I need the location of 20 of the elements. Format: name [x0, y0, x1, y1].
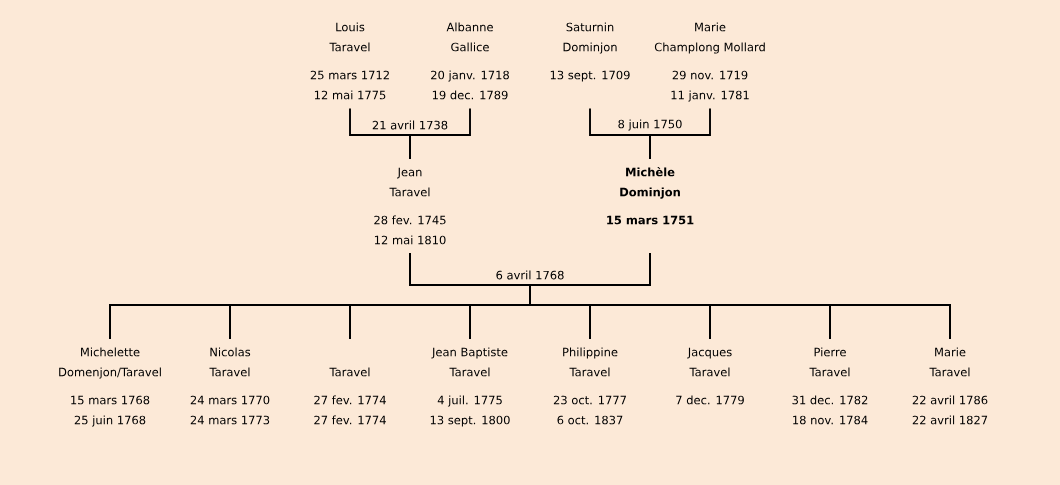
marriage-date: 21 avril 1738 [372, 120, 448, 130]
person-entry: Jacques Taravel 7 dec. 1779 [676, 347, 744, 405]
marriage-date: 8 juin 1750 [618, 119, 682, 131]
person-entry: Marie Taravel 22 avril 1786 22 avril 1827 [912, 347, 988, 425]
family-line [649, 107, 711, 160]
person-entry: Jean Taravel 28 fev. 1745 12 mai 1810 [374, 167, 446, 245]
person-entry: Nicolas Taravel 24 mars 1770 24 mars 1773 [190, 347, 270, 425]
person-entry: Michèle Dominjon 15 mars 1751 [607, 167, 694, 225]
person-entry: Michelette Domenjon/Taravel 15 mars 1768 25 juin 1768 [59, 347, 161, 427]
person-entry: Jean Baptiste Taravel 4 juil. 1775 13 sept. 1800 [430, 347, 510, 427]
person-entry: Louis Taravel 25 mars 1712 12 mai 1775 [310, 22, 389, 100]
person-entry: Taravel 27 fev. 1774 27 fev. 1774 [314, 367, 386, 425]
family-line [529, 252, 951, 340]
marriage-date: 6 avril 1768 [496, 270, 564, 280]
family-line [409, 107, 471, 160]
person-entry: Marie Champlong Mollard 29 nov. 1719 11 janv. 1781 [654, 22, 765, 102]
person-entry: Albanne Gallice 20 janv. 1718 19 dec. 1789 [431, 22, 509, 100]
person-entry: Saturnin Dominjon 13 sept. 1709 [550, 22, 630, 82]
person-entry: Pierre Taravel 31 dec. 1782 18 nov. 1784 [792, 347, 868, 425]
person-entry: Philippine Taravel 23 oct. 1777 6 oct. 1837 [553, 347, 626, 425]
